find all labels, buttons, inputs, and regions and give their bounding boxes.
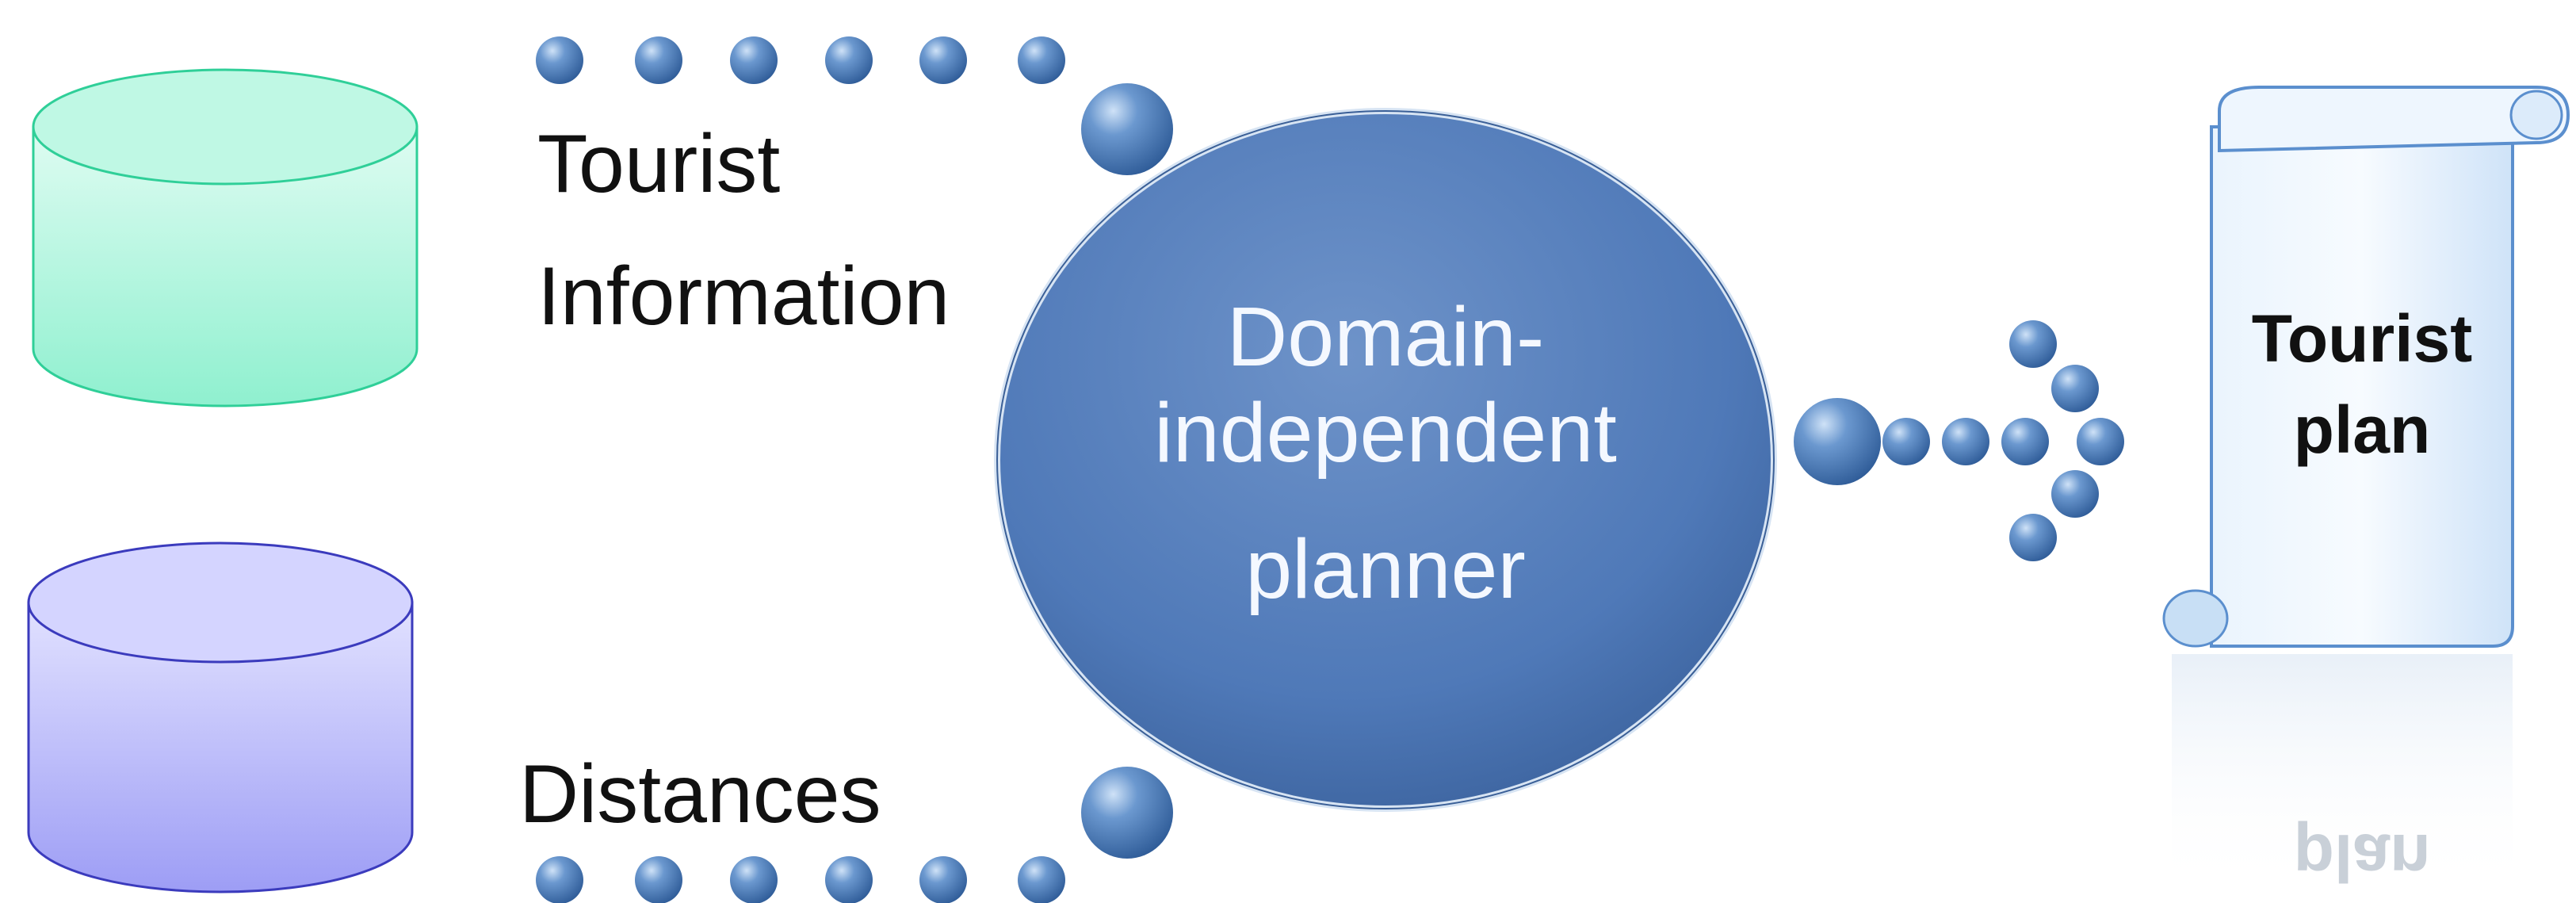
- tourist-plan-label-line1: Tourist: [2251, 301, 2473, 376]
- bottom-connector-beads: [536, 767, 1173, 903]
- planner-label-line1: Domain-: [1226, 290, 1545, 384]
- tourist-information-database-icon: [32, 68, 419, 407]
- tourist-information-label-line1: Tourist: [537, 118, 781, 210]
- planner-label-line2: independent: [1154, 386, 1617, 480]
- tourist-plan-reflection-label: plan: [2293, 821, 2431, 895]
- output-arrow-beads: [1794, 320, 2124, 561]
- distances-label: Distances: [519, 748, 881, 840]
- tourist-information-label-line2: Information: [537, 251, 950, 342]
- tourist-plan-label-line2: plan: [2293, 392, 2431, 467]
- tourist-plan-scroll-icon: [2162, 86, 2570, 892]
- distances-database-icon: [27, 541, 414, 893]
- top-connector-beads: [536, 36, 1173, 175]
- planner-label-line3: planner: [1245, 522, 1526, 616]
